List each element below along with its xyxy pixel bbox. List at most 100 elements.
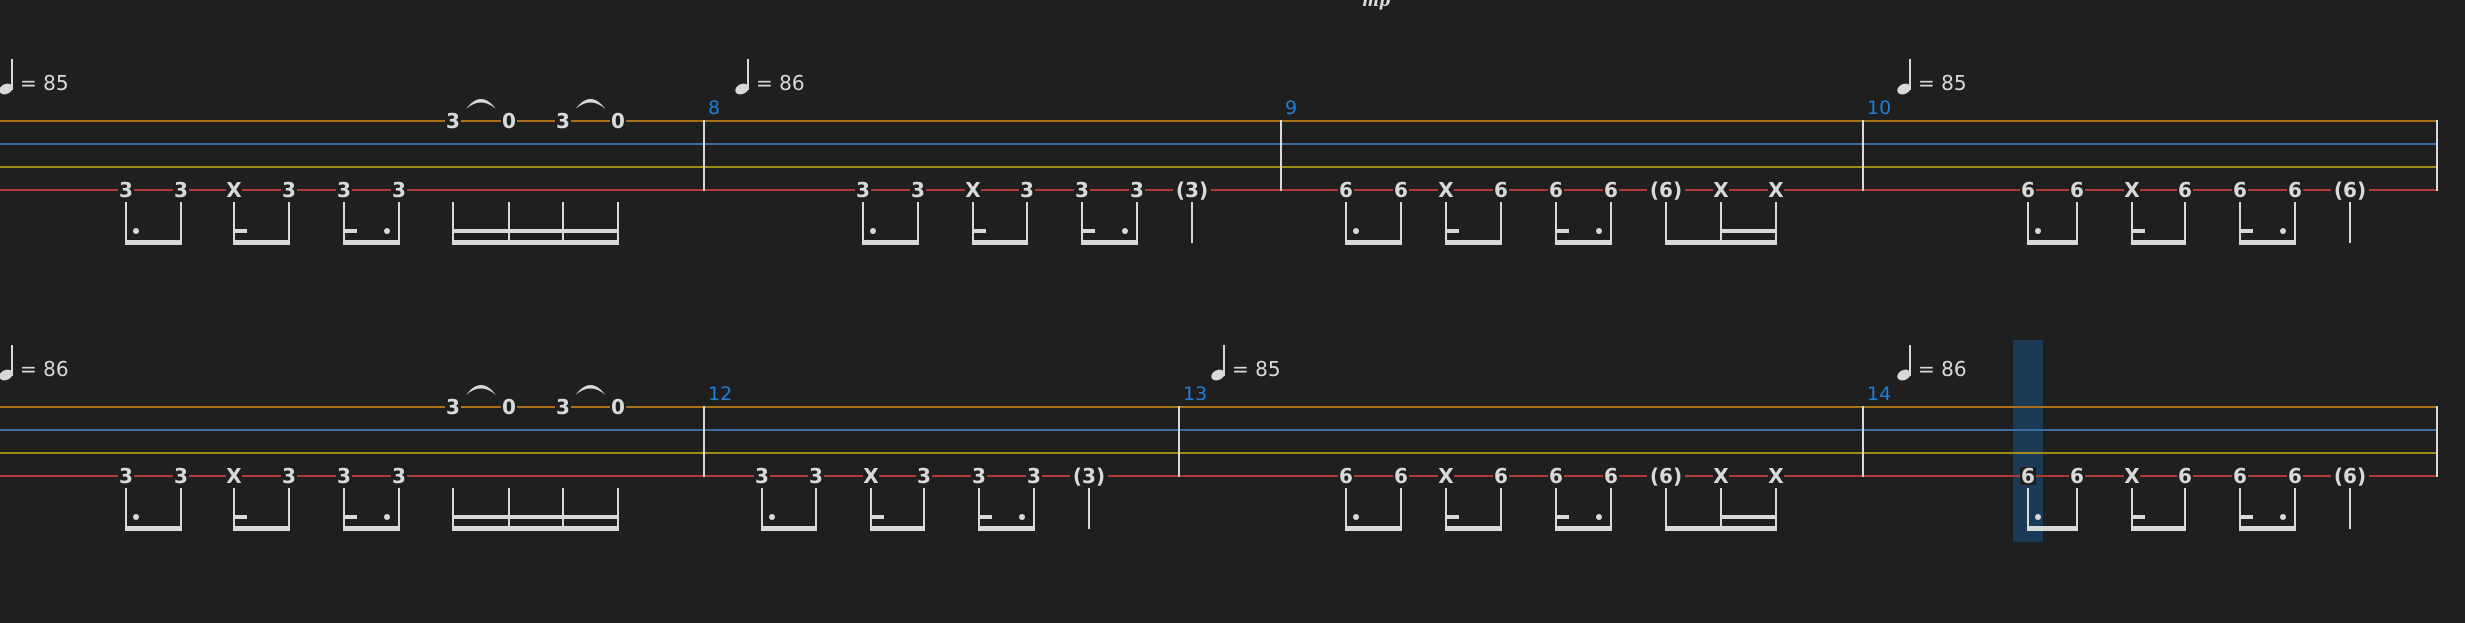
measure-number: 10 (1867, 97, 1891, 119)
fret-number[interactable]: 3 (446, 109, 460, 133)
fret-number[interactable]: 3 (446, 395, 460, 419)
fret-number[interactable]: 3 (972, 464, 986, 488)
beam-stub (973, 229, 986, 233)
fret-number[interactable]: (6) (2334, 178, 2366, 202)
fret-number[interactable]: 3 (917, 464, 931, 488)
fret-bg (1713, 467, 1729, 485)
beam (2131, 526, 2186, 531)
fret-number[interactable]: 6 (1339, 464, 1353, 488)
fret-bg (808, 467, 824, 485)
measure-number: 9 (1285, 97, 1297, 119)
fret-number[interactable]: X (1713, 178, 1729, 202)
dot (870, 228, 876, 234)
fret-number[interactable]: 3 (755, 464, 769, 488)
beam-stub (2132, 515, 2145, 519)
measure-number: 12 (708, 383, 732, 405)
fret-number[interactable]: X (2124, 464, 2140, 488)
fret-bg (2069, 467, 2085, 485)
fret-number[interactable]: X (226, 178, 242, 202)
fret-number[interactable]: 3 (856, 178, 870, 202)
fret-number[interactable]: 6 (1494, 464, 1508, 488)
dot (2280, 514, 2286, 520)
fret-bg (910, 181, 926, 199)
hammer-on-arc (575, 99, 606, 109)
fret-bg (2020, 467, 2036, 485)
fret-number[interactable]: 3 (119, 464, 133, 488)
fret-number[interactable]: 3 (282, 178, 296, 202)
fret-number[interactable]: 6 (1494, 178, 1508, 202)
tempo-marking: = 85 (1232, 357, 1281, 381)
fret-number[interactable]: 6 (1604, 178, 1618, 202)
fret-number[interactable]: 3 (119, 178, 133, 202)
fret-number[interactable]: 6 (2178, 464, 2192, 488)
fret-number[interactable]: (3) (1073, 464, 1105, 488)
fret-number[interactable]: 6 (2233, 178, 2247, 202)
fret-number[interactable]: 6 (2070, 178, 2084, 202)
beam (1445, 240, 1502, 245)
fret-bg (2232, 181, 2248, 199)
fret-number[interactable]: (6) (1650, 178, 1682, 202)
fret-bg (336, 467, 352, 485)
fret-bg (1438, 467, 1454, 485)
fret-number[interactable]: 6 (2021, 178, 2035, 202)
fret-number[interactable]: X (1713, 464, 1729, 488)
fret-number[interactable]: 6 (1604, 464, 1618, 488)
fret-number[interactable]: 3 (392, 464, 406, 488)
fret-number[interactable]: 6 (2233, 464, 2247, 488)
fret-bg (610, 112, 626, 130)
fret-number[interactable]: 6 (2178, 178, 2192, 202)
fret-number[interactable]: 6 (1339, 178, 1353, 202)
fret-number[interactable]: X (226, 464, 242, 488)
fret-number[interactable]: (6) (1650, 464, 1682, 488)
fret-number[interactable]: 3 (1075, 178, 1089, 202)
fret-number[interactable]: 3 (1027, 464, 1041, 488)
fret-number[interactable]: 3 (337, 464, 351, 488)
fret-number[interactable]: 6 (1549, 464, 1563, 488)
fret-number[interactable]: (3) (1176, 178, 1208, 202)
fret-number[interactable]: 0 (502, 395, 516, 419)
fret-number[interactable]: 3 (174, 178, 188, 202)
fret-bg (1438, 181, 1454, 199)
fret-number[interactable]: 3 (556, 395, 570, 419)
beam-stub (1446, 515, 1459, 519)
fret-number[interactable]: 6 (2021, 464, 2035, 488)
fret-number[interactable]: 6 (1549, 178, 1563, 202)
fret-number[interactable]: 3 (809, 464, 823, 488)
fret-number[interactable]: 3 (337, 178, 351, 202)
fret-number[interactable]: 3 (1130, 178, 1144, 202)
fret-number[interactable]: 0 (502, 109, 516, 133)
fret-number[interactable]: 3 (556, 109, 570, 133)
fret-number[interactable]: X (965, 178, 981, 202)
beam (2027, 526, 2078, 531)
fret-number[interactable]: 3 (911, 178, 925, 202)
fret-number[interactable]: X (1438, 464, 1454, 488)
fret-number[interactable]: 6 (2288, 178, 2302, 202)
fret-number[interactable]: 6 (1394, 178, 1408, 202)
beam (2239, 240, 2296, 245)
fret-number[interactable]: X (1768, 464, 1784, 488)
fret-bg (1393, 181, 1409, 199)
beam-stub (2240, 229, 2253, 233)
fret-number[interactable]: 0 (611, 109, 625, 133)
beam-stub (871, 515, 884, 519)
beam (761, 526, 817, 531)
beam (125, 240, 182, 245)
fret-number[interactable]: X (2124, 178, 2140, 202)
fret-number[interactable]: 6 (1394, 464, 1408, 488)
fret-number[interactable]: (6) (2334, 464, 2366, 488)
fret-number[interactable]: 3 (174, 464, 188, 488)
fret-bg (555, 112, 571, 130)
fret-number[interactable]: X (1438, 178, 1454, 202)
fret-number[interactable]: 6 (2070, 464, 2084, 488)
fret-number[interactable]: 6 (2288, 464, 2302, 488)
fret-number[interactable]: 3 (392, 178, 406, 202)
beam (2239, 526, 2296, 531)
quarter-note-icon (735, 83, 749, 95)
beam-stub (1082, 229, 1095, 233)
fret-number[interactable]: X (863, 464, 879, 488)
fret-number[interactable]: 3 (282, 464, 296, 488)
fret-number[interactable]: X (1768, 178, 1784, 202)
fret-number[interactable]: 3 (1020, 178, 1034, 202)
fret-number[interactable]: 0 (611, 395, 625, 419)
